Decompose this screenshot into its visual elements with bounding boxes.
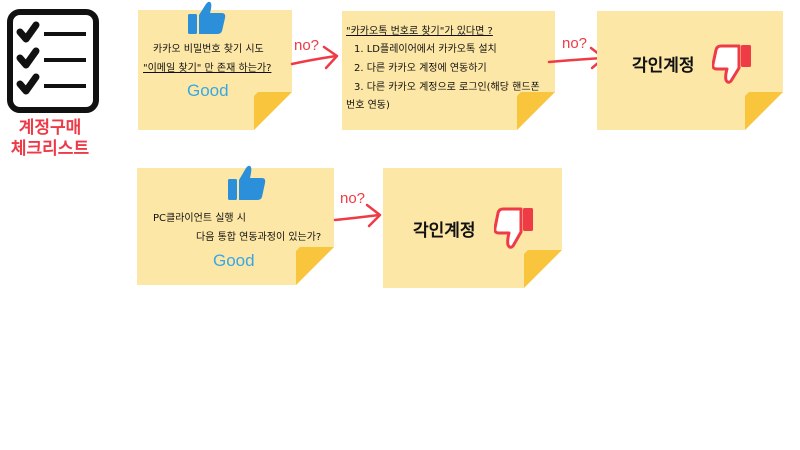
note-fold — [296, 247, 334, 285]
checklist-title-line2: 체크리스트 — [10, 139, 90, 159]
note-fold — [254, 92, 292, 130]
step3-good-label: Good — [213, 251, 255, 270]
step1-question-line1: 카카오 비밀번호 찾기 시도 — [153, 44, 264, 55]
step1-good-label: Good — [187, 81, 229, 100]
thumbs-up-icon — [188, 1, 226, 34]
thumbs-down-icon — [712, 44, 751, 84]
arrow3-no-label: no? — [340, 190, 366, 207]
result1-label: 각인계정 — [632, 56, 695, 76]
arrow1-no-label: no? — [294, 37, 320, 54]
arrow2-no-label: no? — [562, 35, 588, 52]
step2-item-3: 3. 다른 카카오 계정으로 로그인(해당 핸드폰 — [354, 82, 540, 93]
thumbs-down-icon — [494, 207, 533, 249]
step2-item-1: 1. LD플레이어에서 카카오톡 설치 — [354, 44, 497, 55]
arrow-right-icon — [333, 203, 382, 228]
step2-heading: "카카오톡 번호로 찾기"가 있다면 ? — [346, 26, 493, 37]
note-step-2 — [342, 11, 555, 130]
note-result-1 — [597, 11, 783, 130]
step3-question-line2: 다음 통합 연동과정이 있는가? — [196, 232, 322, 243]
step1-question-line2: "이메일 찾기" 만 존재 하는가? — [143, 63, 272, 74]
note-result-2 — [383, 168, 562, 288]
note-fold — [517, 92, 555, 130]
checklist-title-line1: 계정구매 — [18, 118, 82, 138]
step2-item-2: 2. 다른 카카오 계정에 연동하기 — [354, 63, 487, 74]
checklist-title: 계정구매 체크리스트 — [0, 118, 100, 160]
result2-label: 각인계정 — [413, 221, 476, 241]
arrow-right-icon — [290, 45, 339, 70]
checklist-icon — [7, 9, 99, 113]
step3-question-line1: PC클라이언트 실행 시 — [153, 213, 246, 224]
thumbs-up-icon — [228, 165, 266, 200]
step2-item-3-cont: 번호 연동) — [346, 100, 390, 111]
note-fold — [524, 250, 562, 288]
note-fold — [745, 92, 783, 130]
